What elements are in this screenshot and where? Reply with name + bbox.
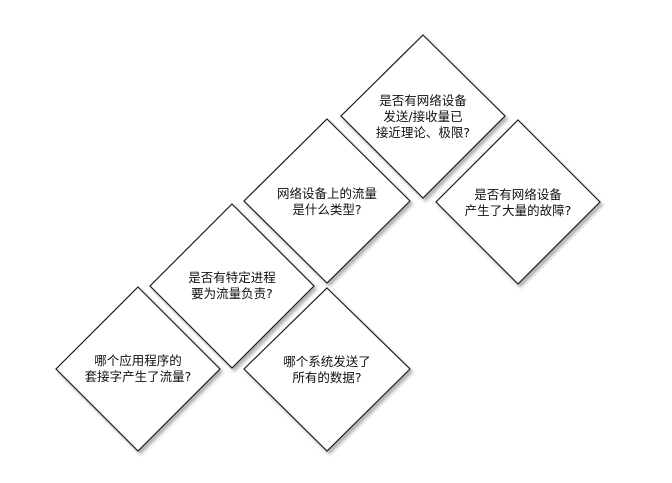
diamond-process-traffic[interactable]	[149, 203, 315, 369]
diamond-app-traffic[interactable]	[55, 286, 221, 452]
diamond-traffic-type[interactable]	[243, 118, 411, 284]
diamond-device-fault[interactable]	[435, 119, 601, 285]
node-text-device-fault: 是否有网络设备 产生了大量的故障?	[464, 187, 572, 218]
node-text-system-sent: 哪个系统发送了 所有的数据?	[283, 354, 371, 385]
diamond-device-limit[interactable]	[340, 34, 506, 199]
diamond-system-sent[interactable]	[243, 287, 411, 452]
node-text-device-limit: 是否有网络设备 发送/接收量已 接近理论、极限?	[375, 93, 471, 140]
node-text-process-traffic: 是否有特定进程 要为流量负责?	[188, 270, 276, 301]
node-text-traffic-type: 网络设备上的流量 是什么类型?	[276, 186, 378, 217]
node-text-app-traffic: 哪个应用程序的 套接字产生了流量?	[84, 353, 192, 384]
